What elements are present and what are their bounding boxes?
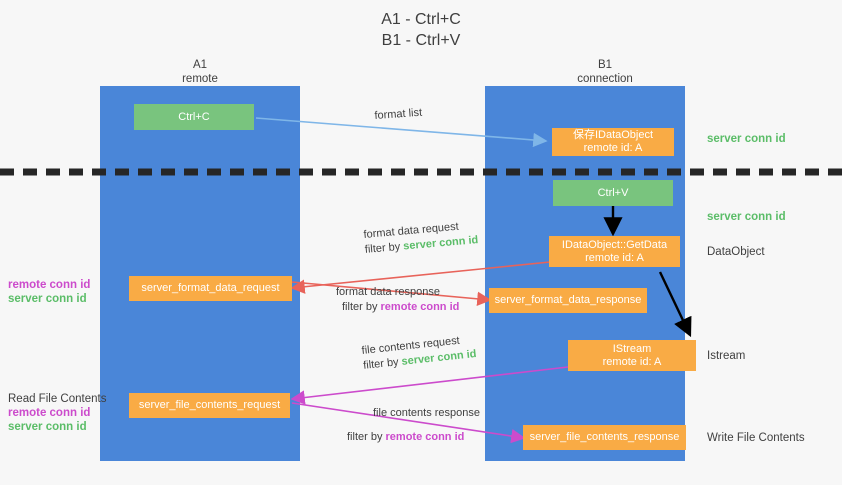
label-write-file-contents: Write File Contents	[707, 432, 805, 444]
caption-format-data-request-filter-pre: filter by	[364, 240, 404, 256]
caption-file-contents-response-filter: filter by remote conn id	[347, 421, 480, 445]
box-server-format-data-request-label: server_format_data_request	[141, 282, 280, 294]
label-server-conn-id-1: server conn id	[8, 293, 87, 305]
label-server-conn-id-top: server conn id	[707, 133, 786, 145]
box-ctrl-v[interactable]: Ctrl+V	[553, 180, 673, 206]
caption-file-contents-response: file contents response filter by remote …	[347, 406, 480, 445]
box-server-format-data-request[interactable]: server_format_data_request	[129, 276, 292, 301]
box-server-file-contents-response[interactable]: server_file_contents_response	[523, 425, 686, 450]
caption-file-contents-response-filter-pre: filter by	[347, 431, 386, 443]
label-read-file-contents: Read File Contents	[8, 393, 107, 405]
box-ctrl-c[interactable]: Ctrl+C	[134, 104, 254, 130]
arrow-format-data-request	[290, 261, 551, 294]
box-save-idataobject[interactable]: 保存IDataObject remote id: A	[552, 128, 674, 156]
box-server-file-contents-request[interactable]: server_file_contents_request	[129, 393, 290, 418]
caption-format-data-response-filter-key: remote conn id	[380, 301, 460, 313]
caption-format-data-response: format data response filter by remote co…	[336, 285, 459, 315]
box-istream-line1: IStream	[612, 342, 652, 355]
arrow-format-list	[255, 117, 548, 148]
lane-header-b1: B1 connection	[545, 58, 665, 86]
caption-format-data-response-filter: filter by remote conn id	[336, 300, 459, 315]
label-group-format-conn-ids: remote conn id server conn id	[8, 278, 90, 306]
lane-header-b1-name: B1	[597, 59, 613, 71]
arrow-format-data-response	[291, 281, 492, 307]
label-remote-conn-id-1: remote conn id	[8, 279, 91, 291]
label-server-conn-id-mid: server conn id	[707, 211, 786, 223]
box-server-format-data-response-label: server_format_data_response	[494, 294, 642, 306]
label-server-conn-id-2: server conn id	[8, 421, 87, 433]
box-save-idataobject-line1: 保存IDataObject	[572, 129, 654, 141]
box-server-file-contents-request-label: server_file_contents_request	[138, 399, 281, 411]
box-server-file-contents-response-label: server_file_contents_response	[529, 431, 680, 443]
lane-header-a1-name: A1	[192, 59, 208, 71]
page-title: A1 - Ctrl+C B1 - Ctrl+V	[381, 11, 461, 49]
box-istream-line2: remote id: A	[602, 355, 662, 368]
box-ctrl-c-label: Ctrl+C	[178, 110, 210, 123]
label-dataobject: DataObject	[707, 246, 765, 258]
caption-file-contents-request-filter-pre: filter by	[362, 355, 403, 372]
caption-file-contents-response-filter-key: remote conn id	[385, 431, 465, 443]
caption-format-data-response-text: format data response	[336, 286, 440, 298]
lane-header-a1-sub: remote	[182, 73, 218, 85]
arrow-file-contents-request	[290, 366, 569, 405]
box-server-format-data-response[interactable]: server_format_data_response	[489, 288, 647, 313]
box-idataobject-getdata[interactable]: IDataObject::GetData remote id: A	[549, 236, 680, 267]
box-idataobject-getdata-line2: remote id: A	[585, 251, 644, 264]
lane-header-b1-sub: connection	[577, 73, 633, 85]
label-istream: Istream	[707, 350, 746, 362]
caption-file-contents-response-text: file contents response	[373, 407, 481, 419]
arrow-file-contents-response	[291, 402, 526, 444]
box-istream[interactable]: IStream remote id: A	[568, 340, 696, 371]
box-save-idataobject-line2: remote id: A	[583, 142, 643, 154]
lane-header-a1: A1 remote	[140, 58, 260, 86]
box-idataobject-getdata-line1: IDataObject::GetData	[561, 238, 668, 251]
caption-format-data-response-filter-pre: filter by	[342, 301, 381, 313]
label-remote-conn-id-2: remote conn id	[8, 407, 91, 419]
arrow-getdata-to-istream	[658, 271, 692, 338]
box-ctrl-v-label: Ctrl+V	[597, 186, 629, 199]
label-group-file-conn-ids: Read File Contents remote conn id server…	[8, 392, 106, 434]
